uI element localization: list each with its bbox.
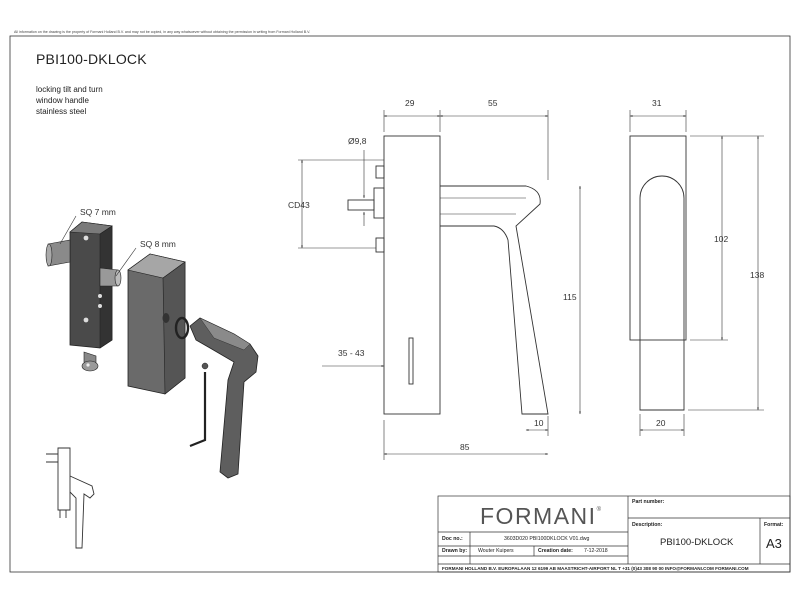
copyright-notice: All information on the drawing is the pr…	[14, 30, 311, 34]
front-view	[629, 135, 687, 411]
format-value: A3	[766, 536, 782, 551]
dim-20: 20	[656, 418, 666, 428]
dim-29: 29	[405, 98, 415, 108]
dim-10: 10	[534, 418, 544, 428]
dim-102: 102	[714, 234, 729, 244]
title-block-frame	[437, 495, 791, 573]
dim-cd43: CD43	[288, 200, 310, 210]
mini-handle-pictogram	[46, 447, 95, 549]
exploded-3d-view	[45, 221, 259, 479]
creation-date-label: Creation date:	[538, 548, 573, 554]
drawn-by-value: Wouter Kuipers	[478, 548, 514, 554]
description-line: window handle	[36, 96, 89, 105]
dim-115: 115	[563, 292, 577, 302]
dim-31: 31	[652, 98, 662, 108]
product-description: locking tilt and turn window handle stai…	[36, 84, 103, 117]
sheet-border	[9, 35, 791, 573]
brand-logo: FORMANI®	[480, 503, 601, 530]
dim-85: 85	[460, 442, 470, 452]
brand-mark: ®	[596, 507, 601, 513]
brand-name: FORMANI	[480, 503, 597, 529]
company-footer: FORMANI HOLLAND B.V. EUROPALAAN 12 6199 …	[442, 566, 749, 571]
dim-138: 138	[750, 270, 765, 280]
doc-no-label: Doc no.:	[442, 536, 463, 542]
callout-sq7: SQ 7 mm	[80, 207, 116, 217]
dim-35-43: 35 - 43	[338, 348, 365, 358]
callout-sq8: SQ 8 mm	[140, 239, 176, 249]
format-label: Format:	[764, 522, 784, 528]
part-number-label: Part number:	[632, 499, 665, 505]
creation-date-value: 7-12-2018	[584, 548, 608, 554]
description-value: PBI100-DKLOCK	[660, 537, 734, 548]
description-label: Description:	[632, 522, 663, 528]
side-view	[347, 135, 549, 415]
drawing-title: PBI100-DKLOCK	[36, 51, 147, 67]
dim-diameter: Ø9,8	[348, 136, 367, 146]
description-line: locking tilt and turn	[36, 85, 103, 94]
dim-55: 55	[488, 98, 498, 108]
description-line: stainless steel	[36, 107, 87, 116]
doc-no-value: 3603D020 PBI100DKLOCK V01.dwg	[504, 536, 590, 542]
drawn-by-label: Drawn by:	[442, 548, 468, 554]
